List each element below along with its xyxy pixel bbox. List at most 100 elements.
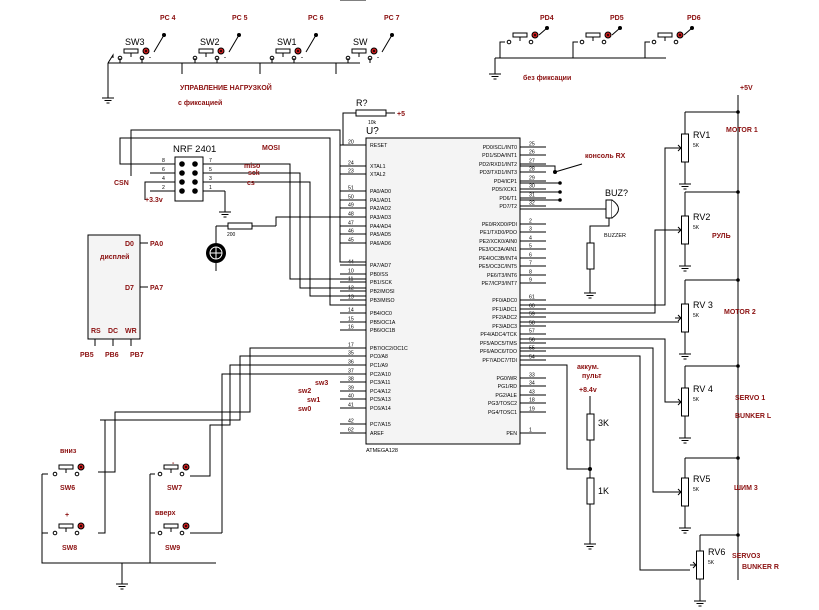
mcu-pin-name: PE4/OC3B/INT4 bbox=[479, 256, 517, 262]
mcu-pin-number: 1 bbox=[529, 428, 532, 434]
mcu-pin-number: 41 bbox=[348, 403, 354, 409]
nrf-pin-3: 3 bbox=[209, 176, 212, 182]
pot-value: 5K bbox=[693, 143, 700, 149]
mcu-pin-number: 3 bbox=[529, 227, 532, 233]
mcu-pin-name: PG0/WR bbox=[497, 376, 518, 382]
top-switch-port: PC 4 bbox=[160, 15, 176, 22]
display-pb6: PB6 bbox=[105, 352, 119, 359]
mcu-pin-name: PE0/RXD0/PDI bbox=[482, 222, 517, 228]
mcu-pin-name: PD6/T1 bbox=[499, 196, 517, 202]
mcu-pin-name: PA3/AD3 bbox=[370, 215, 391, 221]
mcu-pin-number: 20 bbox=[348, 140, 354, 146]
v5-label: +5V bbox=[740, 85, 753, 92]
mcu-pin-number: 64 bbox=[348, 0, 354, 2]
pot-value: 5K bbox=[693, 487, 700, 493]
pot-ref: RV6 bbox=[708, 547, 725, 557]
top-switch-name: SW3 bbox=[125, 37, 145, 47]
mcu-pin-number: 42 bbox=[348, 419, 354, 425]
mcu-pin-name: PB1/SCK bbox=[370, 280, 392, 286]
nrf-connector bbox=[150, 156, 235, 218]
mcu-pin-name: PB6/OC1B bbox=[370, 328, 396, 334]
mcu-pin-name: PEN bbox=[506, 431, 517, 437]
mcu-pin-name: PE2/XCK0/AIN0 bbox=[479, 239, 517, 245]
mcu-pin-name: PD2/RXD1/INT2 bbox=[479, 162, 517, 168]
pd-port-label: PD6 bbox=[687, 15, 701, 22]
mcu-left-pins: 20RESET24XTAL123XTAL251PA0/AD050PA1/AD14… bbox=[340, 0, 408, 437]
mcu-pin-name: XTAL2 bbox=[370, 172, 386, 178]
mcu-pin-name: PB0/SS bbox=[370, 272, 389, 278]
display-module bbox=[87, 234, 148, 346]
buzzer-ref: BUZ? bbox=[605, 188, 628, 198]
pot-label: SERVO 1 bbox=[735, 395, 765, 402]
mcu-pin-number: 54 bbox=[529, 355, 535, 361]
mcu-pin-name: PD1/SDA/INT1 bbox=[482, 153, 517, 159]
mcu-pin-name: PA1/AD1 bbox=[370, 198, 391, 204]
pd-port-label: PD4 bbox=[540, 15, 554, 22]
pot-value: 5K bbox=[693, 397, 700, 403]
mcu-pin-name: PD0/SCL/INT0 bbox=[483, 145, 517, 151]
spi-wiring bbox=[119, 129, 366, 306]
top-switch-name: SW1 bbox=[277, 37, 297, 47]
nrf-pin-1: 1 bbox=[209, 185, 212, 191]
bottom-button-label: вверх bbox=[155, 510, 176, 517]
mcu-pin-name: PD3/TXD1/INT3 bbox=[480, 170, 518, 176]
pd-bus bbox=[520, 181, 562, 202]
mcu-pin-number: 29 bbox=[529, 176, 535, 182]
mcu-pin-number: 35 bbox=[348, 351, 354, 357]
mcu-pin-name: PF1/ADC1 bbox=[492, 307, 517, 313]
nrf-pin-5: 5 bbox=[209, 167, 212, 173]
text-labels: U? ATMEGA128 R? 10k +5 NRF 2401 MOSI mis… bbox=[80, 74, 753, 496]
top-switch-group bbox=[101, 53, 360, 104]
led-indicator bbox=[206, 216, 366, 271]
mcu-pin-number: 48 bbox=[348, 212, 354, 218]
mcu-pin-number: 43 bbox=[529, 390, 535, 396]
bottom-button-label: вниз bbox=[60, 448, 77, 455]
display-dc: DC bbox=[108, 328, 118, 335]
pot-value: 5K bbox=[708, 560, 715, 566]
pot-ref: RV5 bbox=[693, 474, 710, 484]
mcu-pin-number: 26 bbox=[529, 150, 535, 156]
pc-label-sw2: sw2 bbox=[298, 388, 311, 395]
mcu-pin-name: PC6/A14 bbox=[370, 406, 391, 412]
mcu-pin-number: 38 bbox=[348, 377, 354, 383]
pot-label-2: BUNKER L bbox=[735, 413, 772, 420]
display-pa7: PA7 bbox=[150, 285, 163, 292]
reset-resistor bbox=[342, 109, 395, 146]
display-pa0: PA0 bbox=[150, 241, 163, 248]
display-d0: D0 bbox=[125, 241, 134, 248]
mcu-pin-number: 50 bbox=[348, 195, 354, 201]
mcu-pin-name: PC7/A15 bbox=[370, 422, 391, 428]
mcu-pin-name: PA6/AD6 bbox=[370, 241, 391, 247]
mcu-pin-number: 9 bbox=[529, 278, 532, 284]
battery-label-2: пульт bbox=[582, 373, 602, 380]
pot-value: 5K bbox=[693, 313, 700, 319]
reset-res-supply: +5 bbox=[397, 111, 405, 118]
mcu-pin-name: PE7/ICP3/INT7 bbox=[482, 281, 518, 287]
pot-ref: RV1 bbox=[693, 130, 710, 140]
nrf-miso-label: miso bbox=[244, 163, 260, 170]
nrf-sck-label: sck bbox=[248, 170, 260, 177]
battery-supply: +8.4v bbox=[579, 387, 597, 394]
nrf-pin-7: 7 bbox=[209, 158, 212, 164]
mcu-pin-number: 15 bbox=[348, 317, 354, 323]
mcu-pin-name: AREF bbox=[370, 431, 384, 437]
bottom-button-ref: SW9 bbox=[165, 545, 180, 552]
console-rx-wire bbox=[520, 165, 556, 172]
nrf-supply-label: +3.3v bbox=[145, 197, 163, 204]
battery-label-1: аккум. bbox=[577, 364, 599, 371]
mcu-pin-name: PB7/OC2/OC1C bbox=[370, 346, 408, 352]
mcu-pin-number: 27 bbox=[529, 159, 535, 165]
pot-ref: RV 3 bbox=[693, 300, 713, 310]
mcu-pin-name: XTAL1 bbox=[370, 164, 386, 170]
mcu-pin-number: 33 bbox=[529, 373, 535, 379]
mcu-pin-name: PB4/OC0 bbox=[370, 311, 392, 317]
nrf-title: NRF 2401 bbox=[173, 144, 216, 155]
battery-r-top: 3K bbox=[598, 418, 609, 428]
pot-label: MOTOR 2 bbox=[724, 309, 756, 316]
mcu-pin-number: 60 bbox=[529, 304, 535, 310]
mcu-pin-number: 13 bbox=[348, 295, 354, 301]
nrf-pin-8: 8 bbox=[162, 158, 165, 164]
display-pb7: PB7 bbox=[130, 352, 144, 359]
mcu-pin-number: 31 bbox=[529, 193, 535, 199]
battery-r-bot: 1K bbox=[598, 486, 609, 496]
